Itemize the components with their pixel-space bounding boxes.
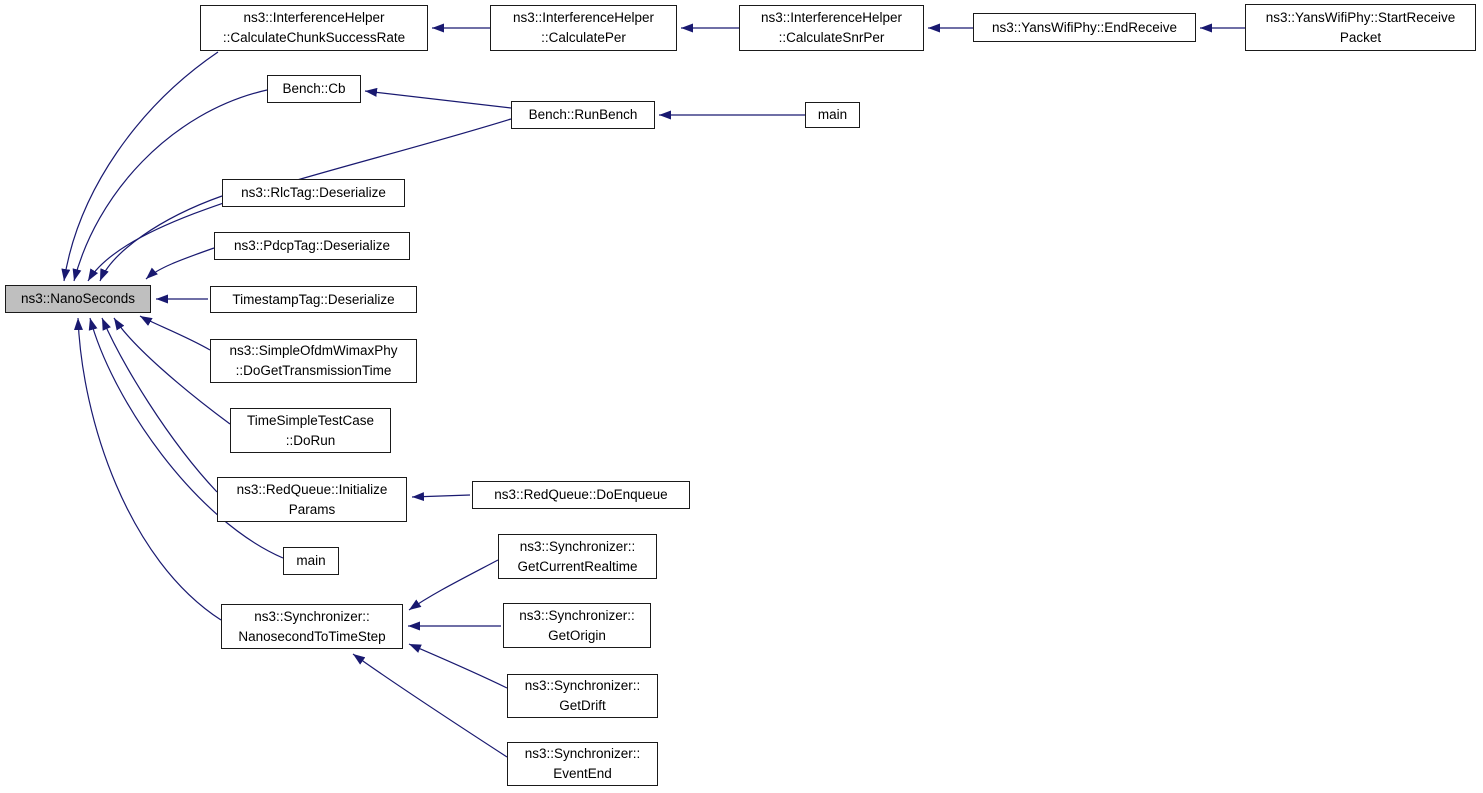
edge-sync-nanosecondtotimestep-to-nanoseconds <box>73 317 222 621</box>
edge-calc-chunk-to-nanoseconds <box>61 51 219 282</box>
node-pdcp-deserialize[interactable]: ns3::PdcpTag::Deserialize <box>214 232 410 260</box>
node-start-receive[interactable]: ns3::YansWifiPhy::StartReceive Packet <box>1245 4 1476 51</box>
edge-sync-getdrift-to-nanosecondtotimestep <box>408 643 508 689</box>
node-redqueue-initializeparams[interactable]: ns3::RedQueue::Initialize Params <box>217 477 407 522</box>
node-wimax-dogettransmissiontime[interactable]: ns3::SimpleOfdmWimaxPhy ::DoGetTransmiss… <box>210 339 417 383</box>
node-timesimple-dorun[interactable]: TimeSimpleTestCase ::DoRun <box>230 408 391 453</box>
node-rlc-deserialize[interactable]: ns3::RlcTag::Deserialize <box>222 179 405 207</box>
node-run-bench[interactable]: Bench::RunBench <box>511 101 655 129</box>
edge-timesimple-dorun-to-nanoseconds <box>113 317 231 425</box>
node-sync-getdrift[interactable]: ns3::Synchronizer:: GetDrift <box>507 674 658 718</box>
edge-run-bench-to-bench-cb <box>364 87 512 109</box>
node-nanoseconds: ns3::NanoSeconds <box>5 285 151 313</box>
node-calc-chunk[interactable]: ns3::InterferenceHelper ::CalculateChunk… <box>200 5 428 51</box>
edge-rlc-deserialize-to-nanoseconds <box>99 195 223 282</box>
edge-redqueue-doenqueue-to-initializeparams <box>411 492 471 502</box>
node-end-receive[interactable]: ns3::YansWifiPhy::EndReceive <box>973 13 1196 42</box>
node-sync-eventend[interactable]: ns3::Synchronizer:: EventEnd <box>507 742 658 786</box>
node-calc-per[interactable]: ns3::InterferenceHelper ::CalculatePer <box>490 5 677 51</box>
edge-sync-eventend-to-nanosecondtotimestep <box>352 653 508 758</box>
node-calc-snr-per[interactable]: ns3::InterferenceHelper ::CalculateSnrPe… <box>739 5 924 51</box>
edge-pdcp-deserialize-to-nanoseconds <box>145 247 215 280</box>
node-main-bottom[interactable]: main <box>283 547 339 575</box>
node-sync-getcurrentrealtime[interactable]: ns3::Synchronizer:: GetCurrentRealtime <box>498 534 657 579</box>
node-sync-nanosecondtotimestep[interactable]: ns3::Synchronizer:: NanosecondToTimeStep <box>221 604 403 649</box>
edge-bench-cb-to-nanoseconds <box>72 89 268 282</box>
edge-main-bottom-to-nanoseconds <box>88 317 284 559</box>
node-bench-cb[interactable]: Bench::Cb <box>267 75 361 103</box>
edge-sync-getcurrentrealtime-to-nanosecondtotimestep <box>408 559 499 611</box>
node-redqueue-doenqueue[interactable]: ns3::RedQueue::DoEnqueue <box>472 481 690 509</box>
node-main-top[interactable]: main <box>805 102 860 128</box>
node-timestamp-deserialize[interactable]: TimestampTag::Deserialize <box>210 286 417 313</box>
edge-wimax-to-nanoseconds <box>139 315 211 351</box>
node-sync-getorigin[interactable]: ns3::Synchronizer:: GetOrigin <box>503 603 651 648</box>
edge-redqueue-initializeparams-to-nanoseconds <box>101 317 218 493</box>
